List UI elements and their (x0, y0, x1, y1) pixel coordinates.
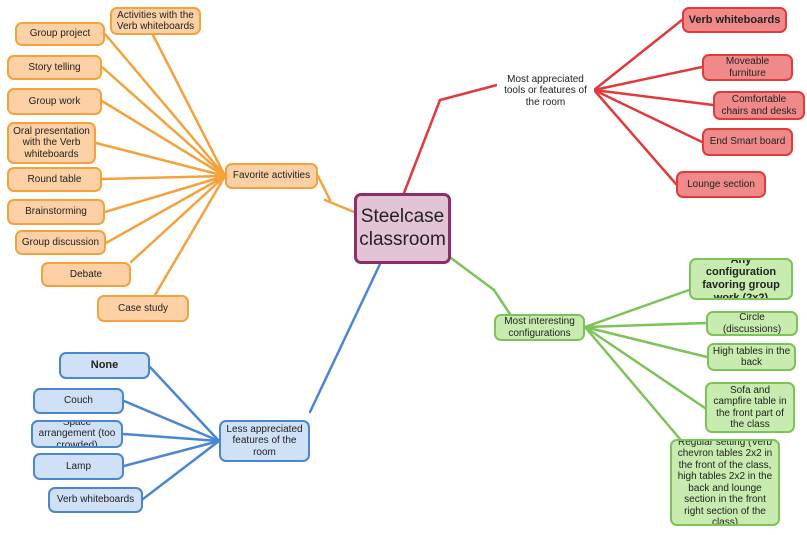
connector-line (592, 18, 684, 92)
connector-line (104, 174, 227, 245)
item-label: High tables in the back (712, 345, 791, 369)
connector-line (151, 33, 227, 178)
item-label: Circle (discussions) (722, 312, 782, 335)
connector-line (583, 288, 691, 329)
favorite-activity-item[interactable]: Oral presentation with the Verb whiteboa… (7, 122, 96, 164)
item-label: None (90, 359, 119, 372)
item-label: Verb whiteboards (56, 494, 135, 506)
item-label: Sofa and campfire table in the front par… (713, 384, 787, 431)
connector-line (103, 174, 227, 214)
item-label: Moveable furniture (725, 56, 770, 79)
item-label: Group project (29, 28, 91, 40)
appreciated-item[interactable]: End Smart board (702, 128, 793, 156)
branch-interesting-configurations[interactable]: Most interesting configurations (494, 314, 585, 341)
favorite-activity-item[interactable]: Activities with the Verb whiteboards (110, 7, 201, 35)
connector-line (402, 98, 442, 195)
favorite-activity-item[interactable]: Group discussion (15, 230, 106, 255)
connector-line (100, 174, 227, 181)
branch-label: Favorite activities (232, 170, 311, 182)
item-label: Debate (69, 268, 103, 280)
connector-line (592, 88, 678, 186)
less-appreciated-item[interactable]: Space arrangement (too crowded) (31, 420, 123, 448)
branch-most-appreciated[interactable]: Most appreciated tools or features of th… (497, 72, 594, 110)
connector-line (121, 432, 221, 443)
branch-favorite-activities[interactable]: Favorite activities (225, 163, 318, 189)
connector-line (492, 288, 512, 316)
connector-line (100, 99, 227, 178)
item-label: Group discussion (21, 236, 100, 248)
connector-line (129, 174, 227, 264)
connector-line (323, 198, 356, 214)
center-topic[interactable]: Steelcase classroom (354, 193, 451, 264)
connector-line (592, 88, 715, 107)
favorite-activity-item[interactable]: Case study (97, 295, 189, 322)
item-label: Case study (117, 302, 169, 314)
item-label: Any configuration favoring group work (2… (702, 258, 780, 300)
configuration-item[interactable]: Any configuration favoring group work (2… (689, 258, 793, 300)
branch-label: Most appreciated tools or features of th… (504, 73, 587, 108)
favorite-activity-item[interactable]: Group work (7, 88, 102, 115)
favorite-activity-item[interactable]: Debate (41, 262, 131, 287)
item-label: Activities with the Verb whiteboards (116, 9, 195, 33)
less-appreciated-item[interactable]: Lamp (33, 453, 124, 480)
less-appreciated-item[interactable]: Verb whiteboards (48, 487, 143, 513)
connector-line (316, 174, 332, 202)
favorite-activity-item[interactable]: Brainstorming (7, 199, 105, 225)
connector-line (592, 65, 704, 92)
item-label: Group work (28, 95, 81, 107)
configuration-item[interactable]: High tables in the back (707, 343, 796, 371)
item-label: Round table (27, 173, 82, 185)
appreciated-item[interactable]: Moveable furniture (702, 54, 793, 81)
appreciated-item[interactable]: Comfortable chairs and desks (713, 91, 805, 120)
connector-line (583, 325, 682, 441)
item-label: Regular setting (Verb chevron tables 2x2… (677, 439, 773, 526)
connector-line (153, 174, 227, 297)
less-appreciated-item[interactable]: None (59, 352, 150, 379)
center-topic-label: Steelcase classroom (359, 205, 446, 250)
connector-line (449, 256, 496, 292)
favorite-activity-item[interactable]: Story telling (7, 55, 102, 80)
favorite-activity-item[interactable]: Group project (15, 22, 105, 46)
less-appreciated-item[interactable]: Couch (33, 388, 124, 414)
configuration-item[interactable]: Sofa and campfire table in the front par… (705, 382, 795, 433)
connector-line (148, 365, 221, 443)
connector-line (583, 321, 708, 329)
item-label: Story telling (28, 61, 81, 73)
connector-line (103, 32, 227, 178)
connector-line (100, 65, 227, 178)
item-label: Lamp (65, 460, 91, 472)
connector-line (122, 399, 221, 443)
connector-line (308, 262, 382, 414)
connector-line (141, 439, 221, 501)
connector-line (122, 439, 221, 468)
connector-line (438, 83, 499, 102)
branch-less-appreciated[interactable]: Less appreciated features of the room (219, 420, 310, 462)
item-label: Brainstorming (25, 206, 87, 218)
favorite-activity-item[interactable]: Round table (7, 167, 102, 192)
item-label: Verb whiteboards (688, 13, 781, 26)
item-label: End Smart board (709, 136, 786, 148)
configuration-item[interactable]: Regular setting (Verb chevron tables 2x2… (670, 439, 780, 526)
configuration-item[interactable]: Circle (discussions) (706, 311, 798, 336)
connector-line (592, 88, 704, 144)
branch-label: Less appreciated features of the room (226, 423, 303, 458)
appreciated-item[interactable]: Lounge section (676, 171, 766, 198)
item-label: Oral presentation with the Verb whiteboa… (13, 125, 90, 160)
appreciated-item[interactable]: Verb whiteboards (682, 7, 787, 33)
item-label: Space arrangement (too crowded) (38, 420, 116, 448)
item-label: Comfortable chairs and desks (721, 94, 797, 117)
connector-line (583, 325, 707, 410)
item-label: Couch (64, 395, 93, 407)
branch-label: Most interesting configurations (504, 316, 575, 339)
item-label: Lounge section (687, 178, 755, 190)
connector-line (583, 325, 709, 359)
connector-line (94, 141, 227, 178)
